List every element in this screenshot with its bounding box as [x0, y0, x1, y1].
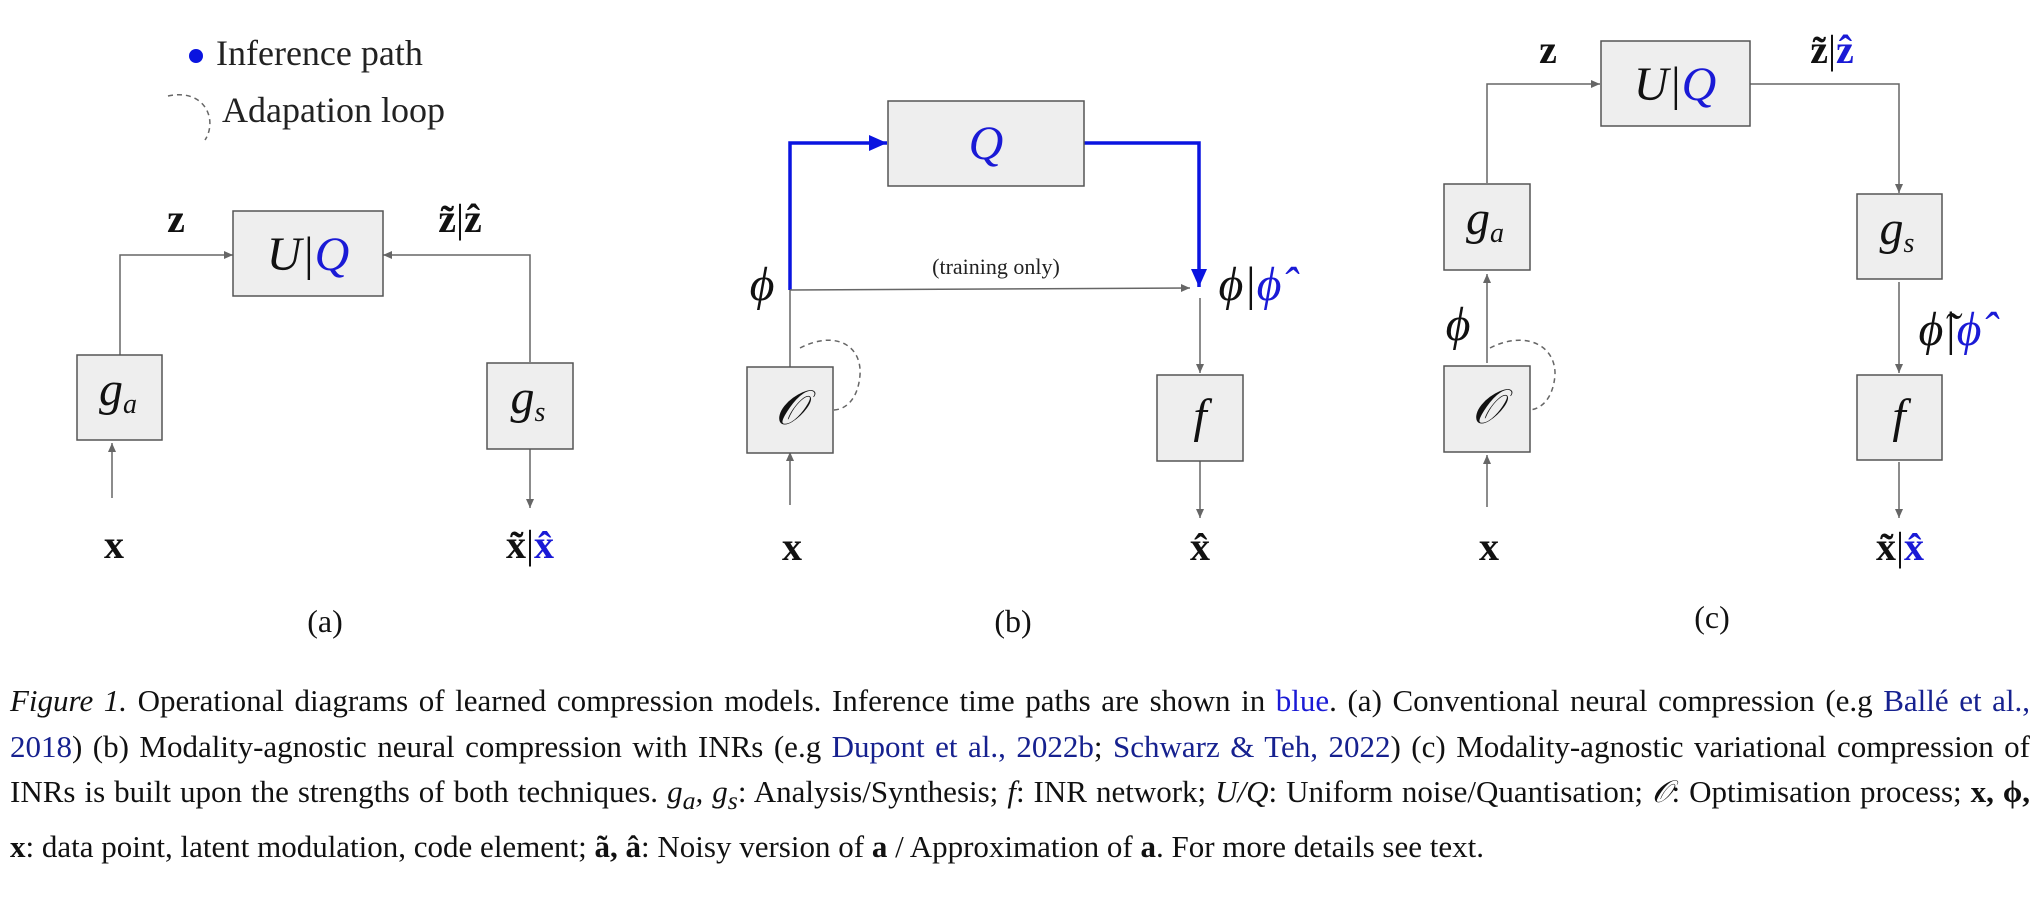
diagram-figure: Inference path Adapation loop U|Q ga gs … [76, 27, 2000, 639]
caption-text: ) (c) Modality-agnostic variational comp… [10, 728, 2031, 810]
caption-text: ; [1093, 728, 1113, 764]
caption-math-a: a [871, 828, 888, 864]
c-wire-ga-to-uq [1486, 80, 1600, 183]
b-blue-path-to-q [788, 135, 887, 290]
caption-text: / Approximation of [887, 828, 1141, 864]
b-q-label: Q [969, 117, 1004, 170]
citation-link-dupont[interactable]: Dupont et al., 2022b [831, 728, 1094, 764]
b-phi-out-label: ϕ|ϕ̂ [1219, 258, 1300, 311]
b-adaptation-loop-icon [799, 339, 861, 411]
caption-figure-label: Figure 1. [10, 683, 128, 718]
c-ga-label: ga [1466, 192, 1504, 249]
citation-link-balle[interactable]: Ballé et al., 2018 [10, 683, 2031, 764]
c-uq-box [1600, 40, 1751, 127]
a-zout-label: z̃|ẑ [438, 196, 482, 241]
caption-math-opt: 𝒪 [1652, 774, 1672, 809]
panel-c: U|Q ga gs 𝒪 f z z̃|ẑ ϕ ϕ̃|ϕ̂ x x̃|x̂ (c) [1443, 27, 2000, 635]
b-phi-label: ϕ [750, 258, 775, 311]
caption-text: : Noisy version of [641, 828, 872, 864]
legend: Inference path Adapation loop [167, 33, 445, 141]
a-gs-label: gs [511, 371, 546, 428]
figure-caption: Figure 1. Operational diagrams of learne… [10, 678, 2030, 869]
b-training-label: (training only) [932, 254, 1060, 279]
caption-text: : Uniform noise/Quantisation; [1268, 774, 1653, 809]
a-ga-label: ga [99, 363, 137, 420]
a-ga-box [76, 354, 163, 441]
b-q-box [887, 100, 1085, 187]
c-x-in-label: x [1479, 524, 1499, 569]
c-panel-label: (c) [1694, 599, 1730, 635]
panel-a: U|Q ga gs z z̃|ẑ x x̃|x̂ (a) [76, 196, 574, 639]
panel-b: Q 𝒪 f (training only) ϕ ϕ|ϕ̂ x x̂ (b) [746, 100, 1300, 639]
b-x-out-label: x̂ [1190, 524, 1210, 569]
caption-text: : data point, latent modulation, code el… [25, 828, 595, 864]
caption-text: : INR network; [1015, 774, 1216, 809]
caption-blue-word: blue [1275, 683, 1330, 718]
c-uq-label: U|Q [1634, 58, 1717, 111]
b-opt-box [746, 366, 834, 454]
c-wire-uq-to-gs [1750, 83, 1903, 193]
a-x-out-label: x̃|x̂ [506, 522, 554, 567]
c-adaptation-loop-icon [1489, 339, 1556, 411]
caption-text: ) (b) Modality-agnostic neural compressi… [72, 728, 832, 764]
caption-text: . For more details see text. [1155, 828, 1484, 864]
caption-math-symbols: x, ϕ, x [10, 774, 2030, 864]
inference-dot-icon [189, 49, 203, 63]
a-uq-label: U|Q [267, 228, 350, 281]
caption-math-a: a [1140, 828, 1156, 864]
b-f-box [1156, 374, 1244, 462]
caption-math-f: f [1007, 774, 1016, 809]
a-panel-label: (a) [307, 603, 343, 639]
b-blue-path-from-q [1084, 141, 1207, 287]
a-uq-box [232, 210, 384, 297]
b-x-in-label: x [782, 524, 802, 569]
legend-inference-label: Inference path [216, 33, 423, 73]
caption-text: : Analysis/Synthesis; [737, 774, 1008, 809]
adaptation-loop-icon [167, 94, 211, 141]
citation-link-schwarz[interactable]: Schwarz & Teh, 2022 [1112, 728, 1391, 764]
c-opt-box [1443, 365, 1531, 453]
c-f-box [1856, 374, 1943, 461]
caption-text: . (a) Conventional neural compression (e… [1329, 683, 1884, 718]
caption-text: : Optimisation process; [1671, 774, 1971, 809]
c-zout-label: z̃|ẑ [1810, 27, 1854, 72]
caption-text: Operational diagrams of learned compress… [127, 683, 1276, 718]
c-gs-label: gs [1880, 202, 1915, 259]
c-z-label: z [1539, 27, 1557, 72]
caption-math-uq: U/Q [1215, 774, 1269, 809]
a-z-label: z [167, 196, 185, 241]
c-x-out-label: x̃|x̂ [1876, 524, 1924, 569]
c-ga-box [1443, 183, 1531, 271]
a-wire-ga-to-uq [119, 251, 233, 355]
a-x-in-label: x [104, 522, 124, 567]
a-wire-gs-to-uq [383, 251, 531, 362]
caption-math-g: ga, gs [667, 774, 738, 816]
b-wire-training [789, 284, 1191, 293]
a-gs-box [486, 362, 574, 450]
c-gs-box [1856, 193, 1943, 280]
c-phi-label: ϕ [1446, 298, 1471, 351]
legend-adaptation-label: Adapation loop [222, 90, 445, 130]
caption-math-noisy: ã, â [594, 828, 642, 864]
b-panel-label: (b) [994, 603, 1031, 639]
c-phi-out-label: ϕ̃|ϕ̂ [1919, 303, 2000, 356]
